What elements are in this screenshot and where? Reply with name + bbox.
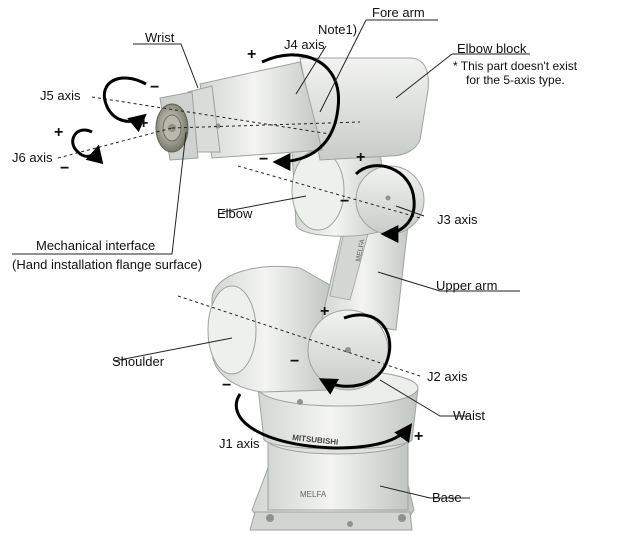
j1-rotation-arrow	[234, 393, 413, 450]
robot-fore-arm	[187, 61, 323, 159]
leader-lines	[12, 19, 530, 499]
j6-axis-label: J6 axis	[12, 150, 53, 165]
robot-elbow-block	[299, 57, 429, 161]
robot-base	[249, 425, 415, 531]
elbow-block-label: Elbow block	[457, 41, 527, 56]
j5-axis-label: J5 axis	[40, 88, 81, 103]
j1-minus-sign: −	[222, 377, 232, 394]
robot-wrist	[155, 91, 199, 161]
shoulder-label: Shoulder	[112, 354, 165, 369]
j4-plus-sign: +	[247, 46, 257, 63]
wrist-label: Wrist	[145, 30, 175, 45]
mechanical-interface-label: Mechanical interface	[36, 238, 156, 253]
note-label: Note1)	[318, 22, 358, 37]
elbow-label: Elbow	[217, 206, 253, 221]
j6-rotation-arrow	[71, 128, 104, 165]
j1-axis-label: J1 axis	[219, 436, 260, 451]
base-melfa-mark: MELFA	[300, 490, 327, 499]
j2-rotation-arrow	[318, 313, 392, 395]
j2-joint-disc	[307, 309, 389, 391]
base-label: Base	[432, 490, 462, 505]
j3-rotation-arrow	[354, 164, 416, 243]
rotation-arrows	[71, 53, 416, 450]
upper-arm-label: Upper arm	[436, 278, 498, 293]
j1-plus-sign: +	[414, 428, 424, 445]
j2-plus-sign: +	[320, 303, 330, 320]
j2-axis-label: J2 axis	[427, 369, 468, 384]
robot-shoulder	[207, 265, 331, 393]
j2-minus-sign: −	[290, 353, 300, 370]
mechanical-interface-sublabel: (Hand installation flange surface)	[12, 257, 203, 272]
svg-text:MELFA: MELFA	[355, 238, 367, 262]
j3-minus-sign: −	[340, 193, 350, 210]
elbow-block-note-line-2: for the 5-axis type.	[466, 73, 565, 87]
j4-minus-sign: −	[259, 151, 269, 168]
j3-plus-sign: +	[356, 149, 366, 166]
j4-axis-label: J4 axis	[284, 37, 325, 52]
j5-rotation-arrow	[102, 76, 147, 133]
fore-arm-label: Fore arm	[372, 5, 425, 20]
j3-axis-label: J3 axis	[437, 212, 478, 227]
elbow-block-note-line-1: * This part doesn't exist	[453, 59, 578, 73]
j5-plus-sign: +	[139, 115, 149, 132]
j4-rotation-arrow	[261, 53, 340, 171]
j5-minus-sign: −	[150, 79, 160, 96]
j6-minus-sign: −	[60, 160, 70, 177]
axis-center-lines	[57, 96, 421, 377]
j6-plus-sign: +	[54, 124, 64, 141]
waist-label: Waist	[453, 408, 486, 423]
